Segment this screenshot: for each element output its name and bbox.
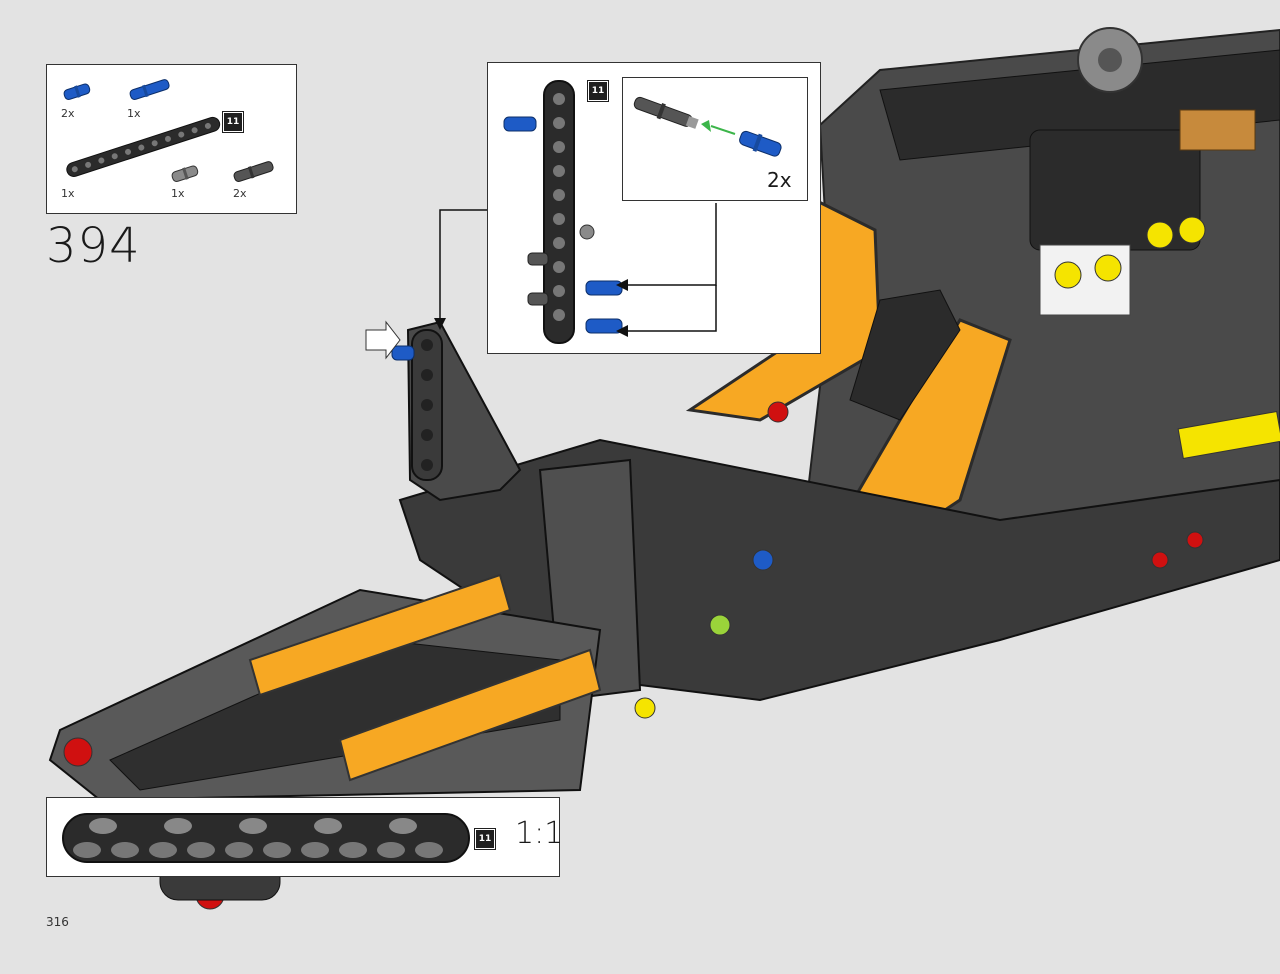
qty-blue-axle-pin: 2x: [61, 107, 75, 120]
beam-length-badge: 11: [223, 112, 243, 132]
page-number: 316: [46, 915, 69, 929]
detail-grey-pin-icon: [633, 96, 699, 129]
blue-axle-pin-icon: [63, 83, 91, 100]
sub-assembly-callout: 11 2x: [487, 62, 821, 354]
scale-beam-graphics: [62, 813, 470, 863]
sub-blue-pin-2: [585, 318, 623, 334]
sub-blue-pin-top: [503, 116, 537, 132]
orange-beam-upper: [248, 573, 512, 697]
engine-cylinder-block: [1039, 244, 1131, 316]
arrow-to-pin-2: [628, 285, 717, 332]
grey-pin-icon: [171, 165, 199, 182]
engine-block: [1029, 129, 1201, 251]
blue-pin-attached: [391, 345, 415, 361]
scale-box: 11 1:1: [46, 797, 564, 877]
sub-assembly-graphics: [503, 80, 717, 344]
seat-back: [849, 289, 961, 421]
dark-grey-pin-icon: [233, 161, 274, 182]
scale-label: 1:1: [515, 816, 564, 851]
sub-blue-pin-1: [585, 280, 623, 296]
pin-detail-box: 2x: [622, 77, 808, 201]
sub-beam-11-icon: [543, 80, 575, 344]
scale-length-badge: 11: [475, 829, 495, 849]
qty-dark-grey-pin: 2x: [233, 187, 247, 200]
chassis-top-frame: [879, 49, 1280, 161]
sub-grey-pin-1: [527, 252, 549, 266]
pin-detail-graphics: [633, 96, 782, 157]
step-number: 394: [46, 218, 141, 274]
arrow-to-pin-1: [628, 203, 717, 286]
sub-beam-length-badge: 11: [588, 81, 608, 101]
black-beam-11-icon: [66, 116, 221, 177]
copper-part: [1179, 109, 1256, 151]
sub-grey-pin-2: [527, 292, 549, 306]
qty-grey-pin: 1x: [171, 187, 185, 200]
detail-multiplier: 2x: [767, 168, 792, 192]
green-arrow: [710, 125, 736, 135]
qty-black-beam: 1x: [61, 187, 75, 200]
blue-long-pin-icon: [129, 79, 170, 100]
insert-arrow: [365, 320, 401, 360]
qty-blue-long-pin: 1x: [127, 107, 141, 120]
parts-list-panel: 2x 1x 11 1x 1x 2x: [46, 64, 297, 214]
parts-list-graphics: [63, 79, 274, 182]
detail-blue-pin-icon: [739, 130, 782, 157]
orange-beam-lower: [338, 648, 602, 782]
